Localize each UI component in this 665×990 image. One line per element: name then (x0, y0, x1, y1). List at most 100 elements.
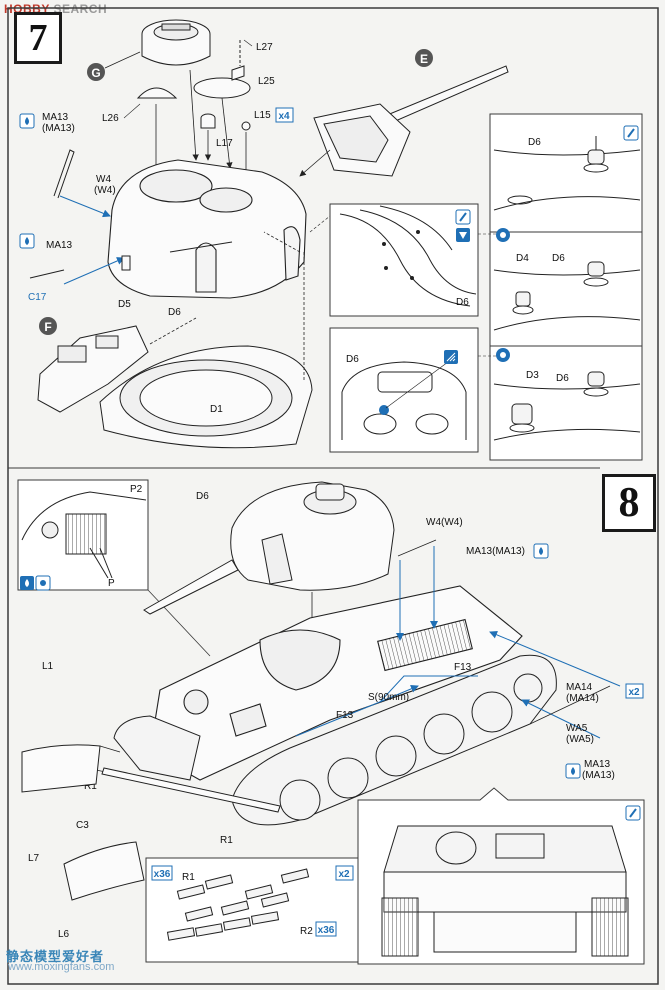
svg-text:S(90mm): S(90mm) (368, 692, 409, 703)
tracks-detail-panel (145, 857, 359, 963)
svg-text:D1: D1 (210, 404, 223, 415)
svg-text:W4: W4 (96, 174, 111, 185)
blue-guide-c17 (63, 257, 125, 285)
assembly-guides-7 (152, 69, 250, 211)
qty-badge-r2: x36 (315, 921, 337, 937)
cement-icon (456, 228, 470, 242)
svg-text:R1: R1 (220, 835, 233, 846)
svg-text:x4: x4 (278, 111, 290, 122)
svg-text:x36: x36 (318, 925, 335, 936)
svg-text:D6: D6 (552, 253, 565, 264)
hatch-l25 (193, 77, 251, 99)
callout-line-engine (147, 589, 211, 657)
blue-guide-w4 (59, 195, 111, 218)
svg-text:D5: D5 (118, 299, 131, 310)
fender-l6 (63, 841, 145, 901)
paint-icon (496, 348, 510, 362)
svg-text:MA13: MA13 (42, 112, 69, 123)
engine-grille-detail (21, 491, 147, 579)
turret-rear-detail (341, 361, 467, 440)
svg-text:x2: x2 (338, 869, 350, 880)
svg-text:(MA13): (MA13) (582, 770, 615, 781)
svg-text:R1: R1 (84, 781, 97, 792)
turret-shell (107, 159, 307, 299)
track-links (166, 868, 310, 941)
svg-text:D6: D6 (196, 491, 209, 502)
track-run (231, 654, 557, 826)
callout-g: G (87, 51, 141, 81)
svg-text:F13: F13 (454, 662, 472, 673)
svg-text:P: P (108, 578, 115, 589)
gun-barrel (313, 65, 509, 177)
svg-text:D3: D3 (526, 370, 539, 381)
svg-text:MA14: MA14 (566, 682, 593, 693)
svg-text:F13: F13 (336, 710, 354, 721)
glue-icon (565, 763, 581, 779)
svg-text:L25: L25 (258, 76, 275, 87)
glue-icon (19, 113, 35, 129)
svg-text:G: G (91, 66, 100, 80)
svg-text:P2: P2 (130, 484, 143, 495)
step-8-number: 8 (602, 474, 656, 532)
mirror-icon (625, 805, 641, 821)
svg-text:L17: L17 (216, 138, 233, 149)
svg-text:D6: D6 (556, 373, 569, 384)
page-frame (7, 7, 659, 985)
svg-text:MA13: MA13 (46, 240, 73, 251)
mirror-icon (623, 125, 639, 141)
cement-icon (35, 575, 51, 591)
svg-text:E: E (420, 52, 428, 66)
svg-text:W4(W4): W4(W4) (426, 517, 463, 528)
svg-text:(MA14): (MA14) (566, 693, 599, 704)
svg-text:D6: D6 (346, 354, 359, 365)
qty-badge-link: x2 (335, 865, 354, 881)
callout-e: E (415, 49, 433, 67)
tank-hull (149, 585, 523, 781)
detail-panel-inset-top (329, 203, 479, 317)
detail-panel-inset-bottom (329, 327, 479, 453)
turret-interior-detail (339, 205, 477, 307)
cupola-part (141, 19, 211, 66)
vent-l17 (200, 113, 216, 129)
handrail-wire (29, 149, 75, 279)
track-front (113, 715, 201, 781)
svg-text:(W4): (W4) (94, 185, 116, 196)
qty-badge-ma14: x2 (625, 683, 644, 699)
hatch-detail-2 (493, 261, 641, 331)
hatch-detail-3 (493, 371, 641, 441)
mirror-icon (455, 209, 471, 225)
svg-text:C3: C3 (76, 820, 89, 831)
glue-icon (19, 233, 35, 249)
svg-text:R1: R1 (182, 872, 195, 883)
hatch-detail-1 (493, 136, 641, 211)
watermark-url: www.moxingfans.com (8, 961, 115, 973)
qty-badge-l15: x4 (275, 107, 294, 123)
paint-icon (496, 228, 510, 242)
periscope-l27 (231, 40, 245, 81)
svg-text:(WA5): (WA5) (566, 734, 594, 745)
glue-icon (533, 543, 549, 559)
svg-text:x2: x2 (628, 687, 640, 698)
svg-text:C17: C17 (28, 292, 47, 303)
pin-l15 (241, 121, 251, 131)
svg-text:D6: D6 (528, 137, 541, 148)
svg-text:F: F (44, 320, 51, 334)
svg-text:L27: L27 (256, 42, 273, 53)
svg-text:D4: D4 (516, 253, 529, 264)
callout-f: F (39, 317, 57, 335)
turret-ring-d1 (99, 345, 313, 449)
detail-panel-right (489, 113, 643, 461)
turret-assembled (143, 481, 395, 615)
svg-text:x36: x36 (154, 869, 171, 880)
svg-text:D6: D6 (456, 297, 469, 308)
svg-text:D6: D6 (168, 307, 181, 318)
svg-text:L15: L15 (254, 110, 271, 121)
svg-text:L26: L26 (102, 113, 119, 124)
watermark-bottom: 静态模型爱好者 (6, 949, 105, 964)
step-7-number: 7 (14, 12, 62, 64)
glue-icon (20, 576, 34, 590)
blue-guides-8 (295, 546, 621, 739)
svg-text:L6: L6 (58, 929, 70, 940)
